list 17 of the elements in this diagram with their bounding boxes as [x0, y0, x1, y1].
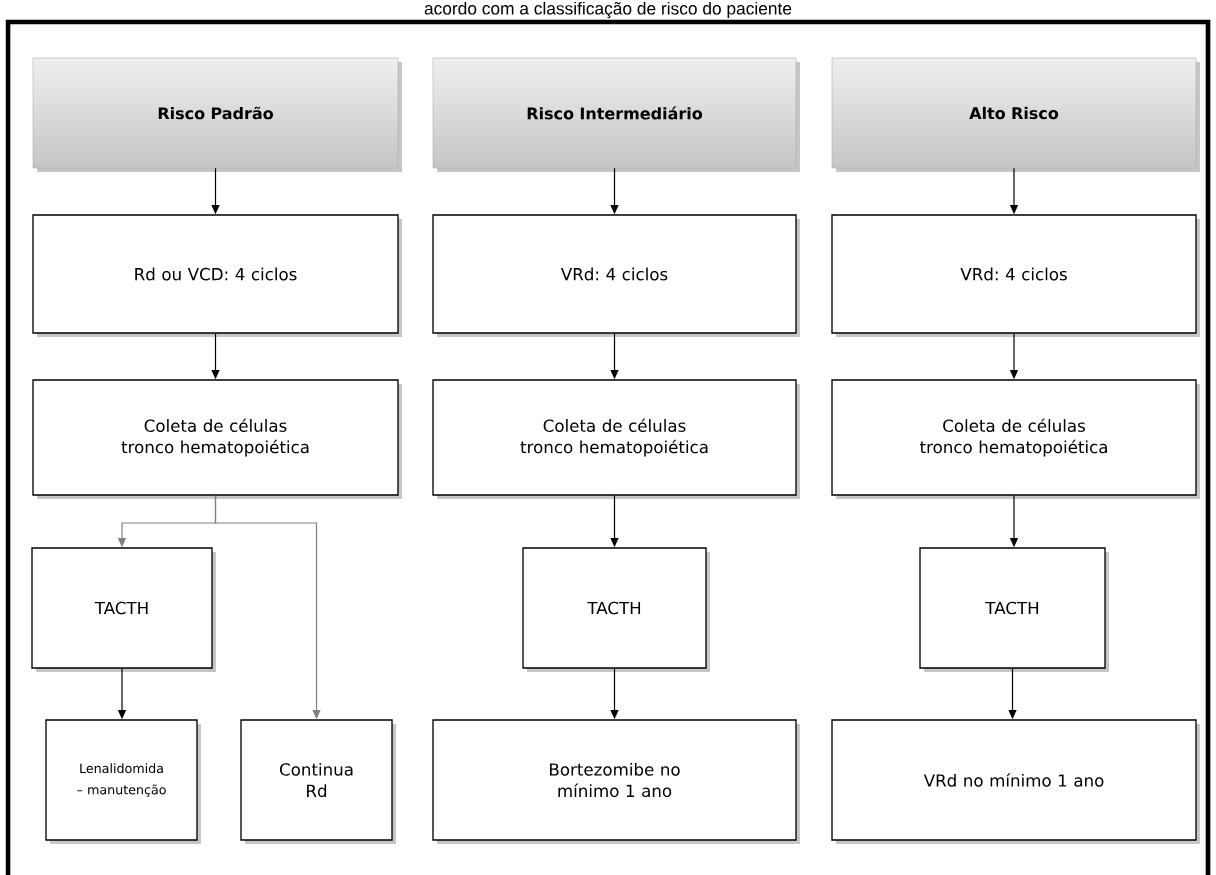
header-box: Risco Padrão [32, 57, 402, 172]
process-box: TACTH [919, 547, 1109, 672]
process-box: Coleta de células tronco hematopoiética [831, 379, 1200, 499]
process-box: TACTH [31, 547, 216, 672]
title: acordo com a classificação de risco do paciente [424, 1, 792, 19]
process-box: VRd: 4 ciclos [831, 214, 1200, 337]
process-box: Lenalidomida – manutenção [45, 719, 201, 844]
process-box: TACTH [522, 547, 710, 672]
process-box: VRd: 4 ciclos [432, 214, 800, 337]
header-box: Alto Risco [831, 57, 1200, 172]
process-box: Bortezomibe no mínimo 1 ano [432, 719, 800, 844]
header-box: Risco Intermediário [432, 57, 800, 172]
process-box: Coleta de células tronco hematopoiética [32, 379, 402, 499]
process-box: VRd no mínimo 1 ano [831, 719, 1200, 844]
process-box: Coleta de células tronco hematopoiética [432, 379, 800, 499]
process-box: Rd ou VCD: 4 ciclos [32, 214, 402, 337]
process-box: Continua Rd [240, 719, 396, 844]
